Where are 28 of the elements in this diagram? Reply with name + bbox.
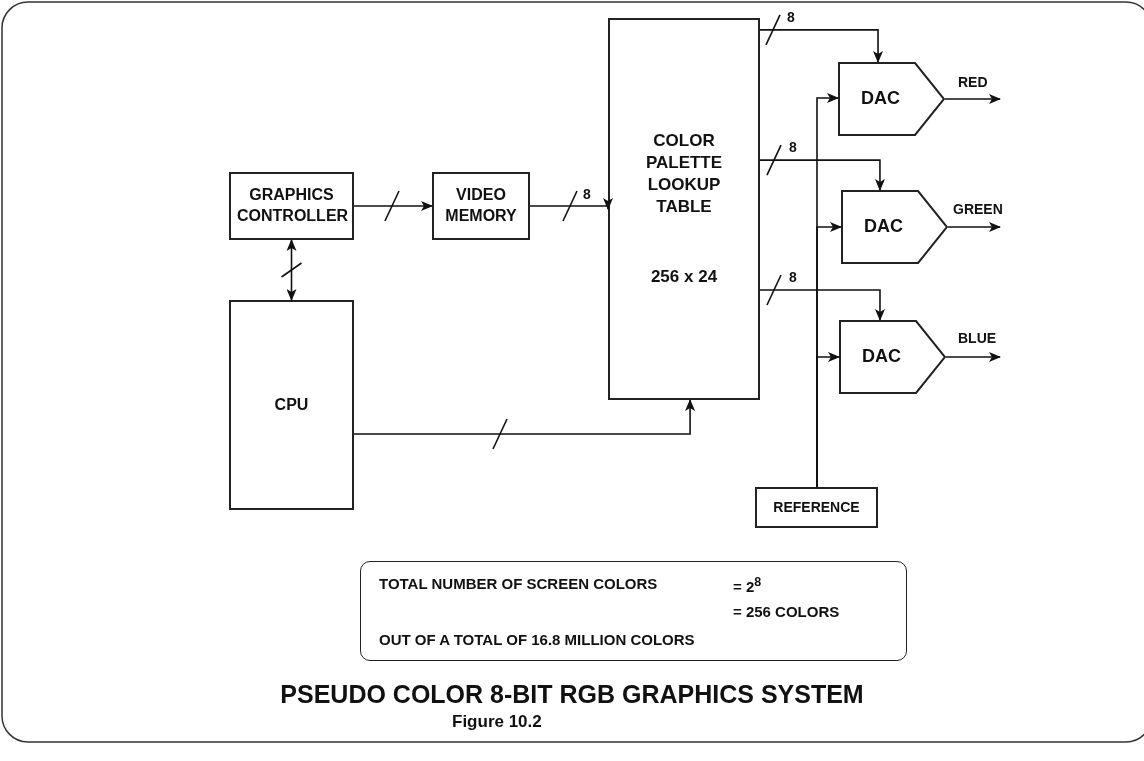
note-text: OUT OF A TOTAL OF 16.8 MILLION COLORS <box>379 630 695 650</box>
note-text: = 256 COLORS <box>733 602 840 622</box>
lookup-table-box <box>608 18 760 400</box>
figure-caption: Figure 10.2 <box>452 712 542 732</box>
block-box <box>229 172 354 240</box>
edge-label: 8 <box>789 140 797 155</box>
block-label: DAC <box>864 215 903 239</box>
block-label: REFERENCE <box>773 498 860 517</box>
block-label: DAC <box>861 87 900 111</box>
edge-label: 8 <box>787 9 795 24</box>
note-text: = 2$^{8}$ <box>733 574 762 597</box>
block-box <box>229 300 354 510</box>
edge-label: 8 <box>583 187 591 201</box>
reference-box <box>755 487 878 528</box>
block-label: CPU <box>273 394 310 415</box>
block-label: COLOR PALETTE LOOKUP TABLE <box>644 129 724 219</box>
diagram-title: PSEUDO COLOR 8-BIT RGB GRAPHICS SYSTEM <box>279 680 865 709</box>
edge-label: GREEN <box>953 202 1003 216</box>
block-label: DAC <box>862 345 901 369</box>
size-label: 256 x 24 <box>649 266 719 289</box>
note-box <box>360 561 907 661</box>
block-box <box>432 172 530 240</box>
edge-label: BLUE <box>958 331 997 345</box>
edge-label: 8 <box>789 269 797 284</box>
block-label: VIDEO MEMORY <box>444 185 518 226</box>
edge-label: RED <box>958 75 988 89</box>
note-text: TOTAL NUMBER OF SCREEN COLORS <box>379 574 658 594</box>
block-label: GRAPHICS CONTROLLER <box>237 185 346 226</box>
